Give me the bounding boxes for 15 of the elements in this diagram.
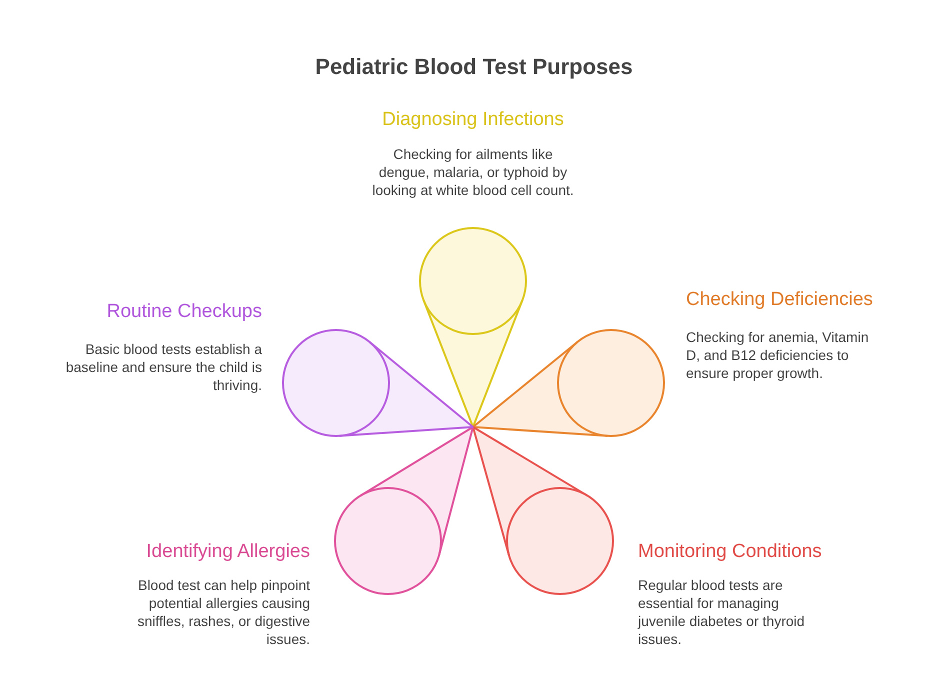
- description-text: Checking for ailments like dengue, malaria, or typhoid by looking at white blood cell count.: [371, 145, 575, 199]
- category-heading: Monitoring Conditions: [638, 541, 823, 563]
- description-text: Basic blood tests establish a baseline and ensure the child is thriving.: [64, 340, 262, 394]
- petal-shape: [472, 426, 614, 595]
- category-heading: Diagnosing Infections: [381, 109, 565, 131]
- petal-shape: [334, 426, 474, 595]
- category-heading: Routine Checkups: [106, 301, 262, 323]
- description-text: Regular blood tests are essential for managing juvenile diabetes or thyroid issues.: [638, 576, 806, 648]
- petal-shape: [472, 329, 665, 437]
- petal-shape: [282, 329, 474, 437]
- description-text: Checking for anemia, Vitamin D, and B12 deficiencies to ensure proper growth.: [686, 328, 870, 382]
- category-heading: Checking Deficiencies: [686, 289, 874, 311]
- diagram-title: Pediatric Blood Test Purposes: [314, 54, 634, 80]
- category-heading: Identifying Allergies: [145, 541, 310, 563]
- description-text: Blood test can help pinpoint potential allergies causing sniffles, rashes, or digestive issues.: [136, 576, 310, 648]
